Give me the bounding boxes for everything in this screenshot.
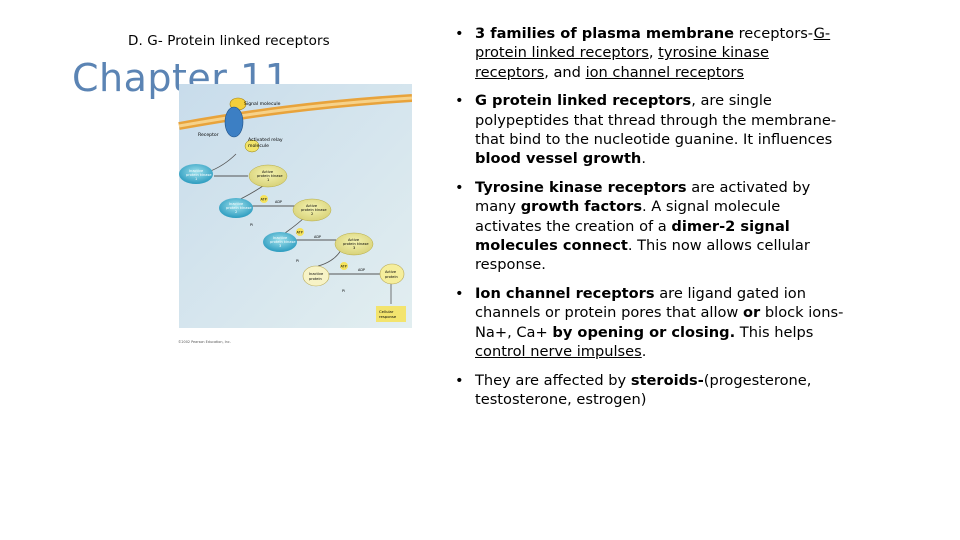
active-kinase-3 xyxy=(334,232,374,256)
bullet-text: , and xyxy=(544,63,586,81)
bullet-text: Ion channel receptors xyxy=(475,284,655,302)
bullet-dot-icon: • xyxy=(455,371,464,389)
svg-text:Active: Active xyxy=(306,204,318,208)
bullet-text: . This now allows cellular response. xyxy=(475,237,810,274)
bullet-text: or xyxy=(743,304,761,322)
svg-text:Inactive: Inactive xyxy=(309,272,324,276)
svg-text:protein kinase: protein kinase xyxy=(226,206,252,210)
svg-text:protein kinase: protein kinase xyxy=(186,173,212,177)
label-relay2: molecule xyxy=(248,143,269,149)
label-relay: Activated relay xyxy=(248,137,283,143)
svg-text:1: 1 xyxy=(195,177,197,181)
inactive-protein xyxy=(302,265,330,287)
active-protein xyxy=(379,263,405,285)
receptor xyxy=(224,106,244,138)
bullet-text: by opening or closing. xyxy=(552,323,736,341)
bullet-item: • 3 families of plasma membrane receptors… xyxy=(452,24,847,82)
svg-text:protein kinase: protein kinase xyxy=(301,208,327,212)
svg-text:3: 3 xyxy=(353,246,355,250)
figure-copyright: ©2002 Pearson Education, Inc. xyxy=(178,340,231,344)
bullet-text: . xyxy=(641,343,647,361)
bullet-text: ion channel receptors xyxy=(585,63,744,81)
svg-text:Active: Active xyxy=(348,238,360,242)
active-kinase-1 xyxy=(248,164,288,188)
bullet-text: dimer-2 signal molecules connect xyxy=(475,217,790,255)
bullet-text: 3 families of plasma membrane xyxy=(475,25,734,42)
inactive-kinase-1 xyxy=(179,164,213,184)
bullet-text: . A signal molecule activates the creati… xyxy=(475,198,781,235)
svg-text:protein: protein xyxy=(309,277,322,281)
svg-text:Inactive: Inactive xyxy=(229,202,244,206)
active-kinase-2 xyxy=(292,198,332,222)
bullet-text: control nerve impulses xyxy=(475,343,642,361)
svg-text:Cellular: Cellular xyxy=(379,309,394,314)
bullet-text: are ligand gated ion channels or protein… xyxy=(475,284,806,322)
svg-text:ATP: ATP xyxy=(341,265,347,269)
svg-text:ATP: ATP xyxy=(261,198,267,202)
svg-text:protein kinase: protein kinase xyxy=(343,242,369,246)
bullet-dot-icon: • xyxy=(455,92,464,110)
bullet-text: are activated by many xyxy=(475,178,811,216)
relay-molecule xyxy=(244,139,260,153)
bullet-dot-icon: • xyxy=(455,178,464,196)
svg-text:protein: protein xyxy=(385,275,398,279)
bullet-text: , are single polypeptides that thread th… xyxy=(475,92,837,149)
bullet-text: tyrosine kinase receptors xyxy=(475,44,769,81)
bullet-text: growth factors xyxy=(520,198,643,216)
svg-text:3: 3 xyxy=(279,244,281,248)
bullet-list: • 3 families of plasma membrane receptors… xyxy=(452,24,847,418)
bullet-text: G protein linked receptors xyxy=(475,92,692,110)
svg-text:protein kinase: protein kinase xyxy=(257,174,283,178)
svg-text:Pi: Pi xyxy=(250,223,253,227)
svg-text:2: 2 xyxy=(235,210,237,214)
svg-text:1: 1 xyxy=(267,178,269,182)
svg-text:response: response xyxy=(379,314,397,319)
bullet-text: This helps xyxy=(735,323,814,341)
bullet-text: (progesterone, testosterone, estrogen) xyxy=(475,371,812,408)
svg-text:Inactive: Inactive xyxy=(189,169,204,173)
svg-text:Active: Active xyxy=(385,270,397,274)
bullet-item: • Ion channel receptors are ligand gated … xyxy=(452,284,847,362)
bullet-dot-icon: • xyxy=(455,284,464,302)
svg-text:ADP: ADP xyxy=(314,235,321,239)
svg-text:ADP: ADP xyxy=(275,200,282,204)
bullet-item: • G protein linked receptors, are single … xyxy=(452,91,847,169)
svg-text:Pi: Pi xyxy=(342,289,345,293)
signal-transduction-figure: Signal molecule Receptor Activated relay… xyxy=(178,84,412,344)
bullet-item: • They are affected by steroids-(progeste… xyxy=(452,371,847,410)
inactive-kinase-2 xyxy=(219,198,253,218)
svg-text:2: 2 xyxy=(311,212,313,216)
bullet-text: block ions- Na+, Ca+ xyxy=(475,304,844,341)
bullet-text: G-protein linked receptors xyxy=(475,25,831,62)
bullet-text: receptors- xyxy=(733,25,814,42)
inactive-kinase-3 xyxy=(263,232,297,252)
svg-text:Inactive: Inactive xyxy=(273,236,288,240)
bullet-text: They are affected by xyxy=(475,371,631,389)
bullet-text: steroids- xyxy=(630,371,704,389)
bullet-text: . xyxy=(641,150,646,168)
bullet-text: , xyxy=(648,44,659,62)
bullet-text: Tyrosine kinase receptors xyxy=(475,178,687,196)
svg-text:Active: Active xyxy=(262,170,274,174)
svg-text:ADP: ADP xyxy=(358,268,365,272)
svg-text:ATP: ATP xyxy=(297,231,303,235)
bullet-item: • Tyrosine kinase receptors are activated… xyxy=(452,178,847,275)
svg-text:protein kinase: protein kinase xyxy=(270,240,296,244)
cellular-response-box xyxy=(376,306,406,322)
label-signal: Signal molecule xyxy=(244,101,281,107)
label-receptor: Receptor xyxy=(198,132,219,138)
svg-text:Pi: Pi xyxy=(296,259,299,263)
bullet-dot-icon: • xyxy=(455,25,464,42)
slide-subtitle: D. G- Protein linked receptors xyxy=(128,33,330,49)
bullet-text: blood vessel growth xyxy=(475,150,642,168)
